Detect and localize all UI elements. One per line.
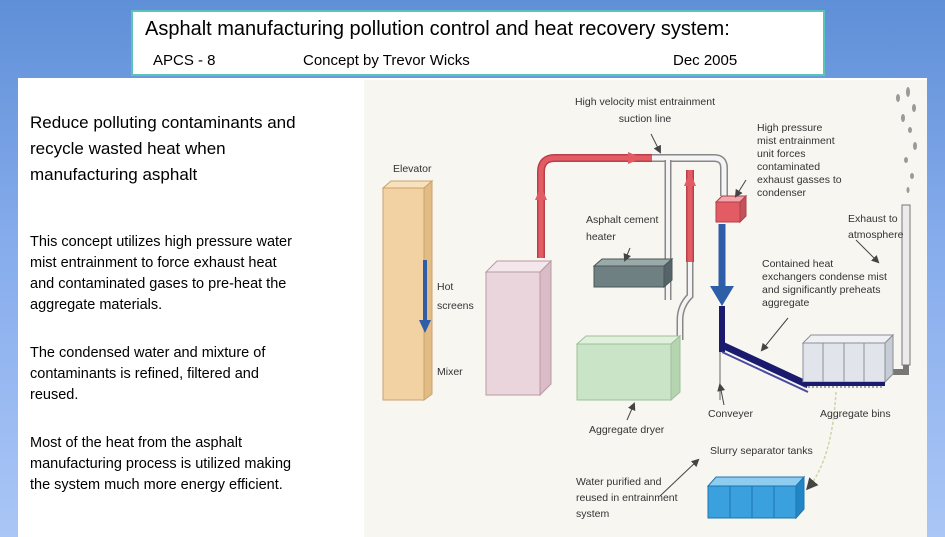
label-line: Contained heat [762, 258, 834, 270]
label-contained-heat: Contained heat exchangers condense mist … [762, 258, 887, 310]
label-aggregate-dryer: Aggregate dryer [589, 424, 665, 436]
paragraph-condensed: The condensed water and mixture of conta… [30, 343, 360, 406]
label-line: mist entrainment [757, 135, 835, 147]
aggregate-dryer [575, 334, 682, 402]
title-box: Asphalt manufacturing pollution control … [131, 10, 825, 76]
label-elevator: Elevator [393, 163, 432, 175]
aggregate-bins [801, 333, 895, 388]
mixer-exhaust-pipe [535, 152, 652, 258]
label-line: atmosphere [848, 229, 904, 241]
label-conveyer: Conveyer [708, 408, 753, 420]
text-line: mist entrainment to force exhaust heat [30, 255, 277, 271]
heading-line: manufacturing asphalt [30, 165, 198, 184]
text-line: aggregate materials. [30, 297, 163, 313]
label-line: contaminated [757, 161, 821, 173]
asphalt-cement-heater [592, 257, 674, 289]
label-line: unit forces [757, 148, 806, 160]
label-hot-screens-2: screens [437, 300, 474, 312]
mixer [484, 259, 553, 397]
label-line: condenser [757, 187, 807, 199]
label-hot-screens-1: Hot [437, 281, 454, 293]
paragraph-heat: Most of the heat from the asphalt manufa… [30, 433, 360, 496]
label-line: system [576, 508, 610, 520]
text-line: and contaminated gases to pre-heat the [30, 276, 287, 292]
label-aggregate-bins: Aggregate bins [820, 408, 891, 420]
label-line: Asphalt cement [586, 214, 659, 226]
page-title: Asphalt manufacturing pollution control … [145, 18, 730, 40]
label-exhaust: Exhaust to atmosphere [848, 213, 903, 242]
text-line: manufacturing process is utilized making [30, 456, 292, 472]
heading-line: Reduce polluting contaminants and [30, 113, 296, 132]
text-line: Most of the heat from the asphalt [30, 435, 242, 451]
text-line: reused. [30, 387, 79, 403]
paragraph-concept: This concept utilizes high pressure wate… [30, 232, 360, 316]
text-line: the system much more energy efficient. [30, 477, 283, 493]
label-line: exhaust gasses to [757, 174, 842, 186]
label-line: reused in entrainment [576, 492, 678, 504]
heading-line: recycle wasted heat when [30, 139, 226, 158]
condenser-down-arrow [710, 224, 734, 306]
concept-code: APCS - 8 [153, 52, 216, 69]
pointer-arrows [623, 133, 880, 497]
label-line: High pressure [757, 122, 823, 134]
text-line: This concept utilizes high pressure wate… [30, 234, 292, 250]
text-line: The condensed water and mixture of [30, 345, 266, 361]
exhaust-steam [896, 87, 917, 193]
author-credit: Concept by Trevor Wicks [303, 52, 470, 69]
label-line: aggregate [762, 297, 810, 309]
label-line: High velocity mist entrainment [574, 96, 716, 108]
label-line: Water purified and [576, 476, 662, 488]
heater-exhaust-pipe [684, 170, 696, 262]
summary-heading: Reduce polluting contaminants and recycl… [30, 110, 360, 188]
date-label: Dec 2005 [673, 52, 738, 69]
label-line: exchangers condense mist [762, 271, 887, 283]
label-line: and significantly preheats [762, 284, 881, 296]
slurry-separator-tanks [706, 475, 806, 520]
label-suction-line: High velocity mist entrainment suction l… [572, 96, 718, 126]
label-high-pressure: High pressure mist entrainment unit forc… [757, 122, 842, 200]
label-asphalt-heater: Asphalt cement heater [586, 214, 658, 244]
label-mixer: Mixer [437, 366, 463, 378]
drain-line [806, 391, 837, 491]
label-line: heater [586, 231, 616, 243]
label-line: suction line [618, 113, 672, 125]
label-water-purified: Water purified and reused in entrainment… [576, 476, 678, 521]
dryer-exhaust-pipe [676, 262, 694, 340]
text-line: contaminants is refined, filtered and [30, 366, 259, 382]
elevator-down-arrow [419, 260, 431, 333]
elevator [381, 179, 434, 401]
label-line: Exhaust to [848, 213, 898, 225]
label-slurry-tanks: Slurry separator tanks [710, 445, 813, 457]
conveyor [720, 341, 810, 393]
suction-line [652, 154, 728, 300]
high-pressure-mist-unit [714, 194, 748, 224]
